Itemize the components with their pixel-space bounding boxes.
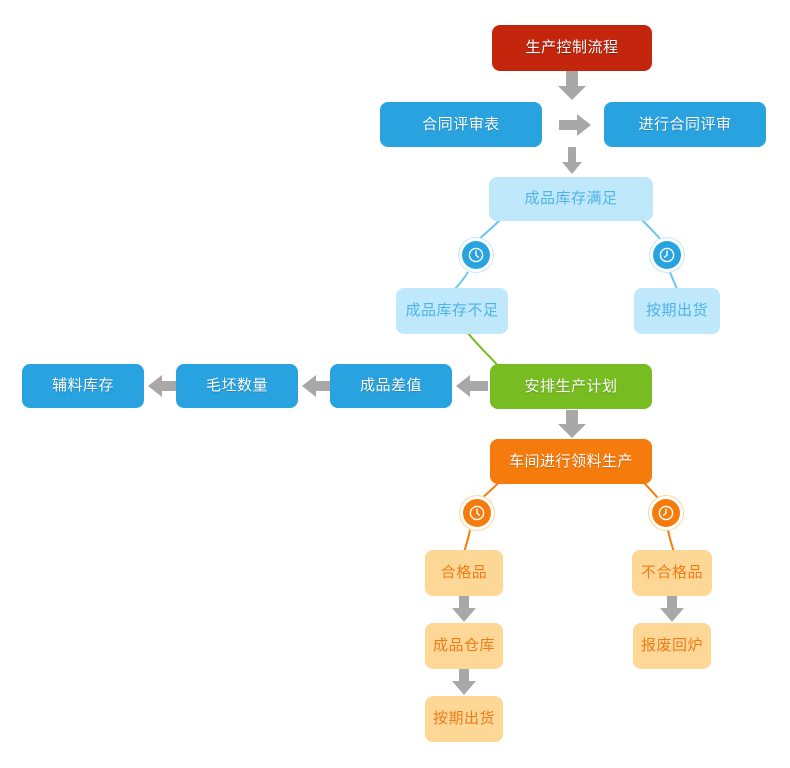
arrow-fail-to-scrap <box>660 596 684 622</box>
node-stock-ok[interactable]: 成品库存满足 <box>489 177 653 221</box>
node-plan-prod[interactable]: 安排生产计划 <box>490 364 652 409</box>
node-scrap-remelt[interactable]: 报废回炉 <box>633 623 711 669</box>
node-aux-stock[interactable]: 辅料库存 <box>22 364 144 408</box>
edge-badge-to-fail <box>667 529 675 553</box>
badge-qc-left[interactable] <box>463 499 491 527</box>
node-contract-review[interactable]: 进行合同评审 <box>604 102 766 147</box>
node-fg-diff[interactable]: 成品差值 <box>330 364 452 408</box>
edge-stockshort-to-planprod <box>467 332 499 367</box>
badge-stock-right[interactable] <box>653 241 681 269</box>
arrow-contract-form-to-review <box>559 114 591 136</box>
node-fg-warehouse[interactable]: 成品仓库 <box>425 623 503 669</box>
arrow-warehouse-to-ship <box>452 669 476 695</box>
node-fail[interactable]: 不合格品 <box>632 550 712 596</box>
node-workshop[interactable]: 车间进行领料生产 <box>490 439 652 484</box>
arrow-planprod-to-workshop <box>558 410 586 438</box>
node-contract-form[interactable]: 合同评审表 <box>380 102 542 147</box>
node-root[interactable]: 生产控制流程 <box>492 25 652 71</box>
node-pass[interactable]: 合格品 <box>425 550 503 596</box>
node-blank-qty[interactable]: 毛坯数量 <box>176 364 298 408</box>
node-ship-ontime-1[interactable]: 按期出货 <box>634 288 720 334</box>
clock-icon <box>659 247 675 263</box>
arrow-contract-form-to-stock-ok <box>562 147 582 174</box>
clock-icon <box>469 505 485 521</box>
arrow-root-to-contract-form <box>558 71 586 100</box>
node-ship-ontime-2[interactable]: 按期出货 <box>425 696 503 742</box>
clock-icon <box>468 247 484 263</box>
arrow-pass-to-warehouse <box>452 596 476 622</box>
node-stock-short[interactable]: 成品库存不足 <box>396 288 508 334</box>
badge-stock-left[interactable] <box>462 241 490 269</box>
clock-icon <box>658 505 674 521</box>
edge-stockok-to-shipontime <box>639 217 665 245</box>
badge-qc-right[interactable] <box>652 499 680 527</box>
arrow-planprod-to-fgdiff <box>456 375 488 397</box>
edge-badge-to-pass <box>463 529 471 553</box>
